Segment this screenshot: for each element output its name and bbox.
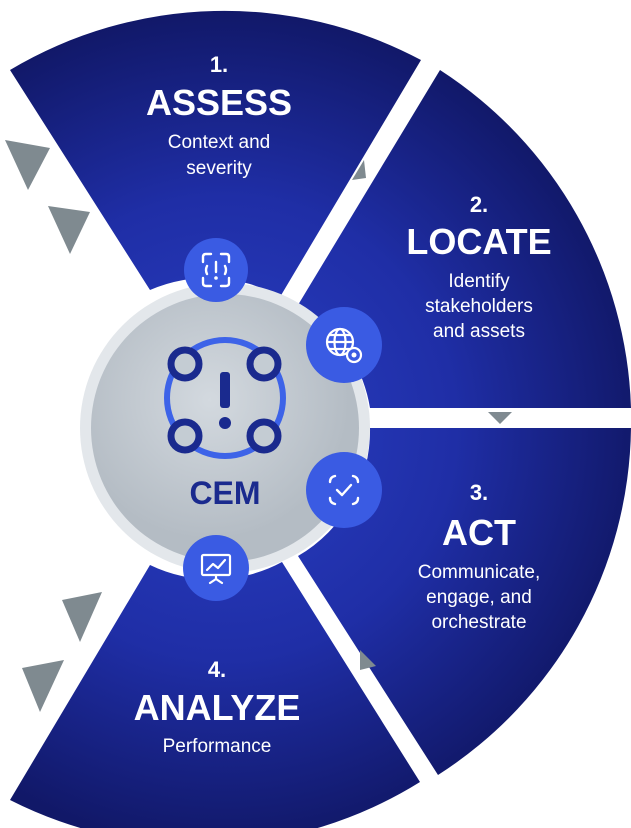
locate-desc-line-2: stakeholders (425, 296, 533, 317)
analyze-desc: Performance (163, 736, 272, 757)
arrow-bottom-left-2 (22, 660, 64, 712)
locate-number: 2. (470, 192, 488, 217)
act-title: ACT (442, 512, 516, 553)
hub-label: CEM (189, 475, 260, 511)
flow-arrows (5, 140, 512, 712)
locate-title: LOCATE (406, 221, 551, 262)
presentation-chart-icon (183, 535, 249, 601)
arrow-top-left-2 (48, 206, 90, 254)
arrow-right (488, 412, 512, 424)
act-desc-line-2: engage, and (426, 587, 532, 608)
arrow-top-left-1 (5, 140, 50, 190)
assess-desc-line-1: Context and (168, 132, 270, 153)
globe-location-icon (306, 307, 382, 383)
alert-network-icon (164, 337, 286, 459)
act-desc-line-1: Communicate, (418, 562, 541, 583)
assess-title: ASSESS (146, 82, 292, 123)
arrow-bottom-left-1 (62, 592, 102, 642)
check-scan-icon (306, 452, 382, 528)
locate-desc-line-1: Identify (448, 271, 510, 292)
segment-analyze (10, 562, 420, 828)
act-number: 3. (470, 480, 488, 505)
segment-locate (298, 70, 631, 408)
segment-act (298, 428, 631, 775)
alert-scan-icon (184, 238, 248, 302)
segment-assess (10, 10, 421, 297)
analyze-title: ANALYZE (134, 687, 301, 728)
analyze-number: 4. (208, 657, 226, 682)
locate-desc-line-3: and assets (433, 321, 525, 342)
assess-number: 1. (210, 52, 228, 77)
act-desc-line-3: orchestrate (431, 612, 526, 633)
arrow-top-right (352, 160, 366, 180)
assess-desc-line-2: severity (186, 158, 252, 179)
arrow-bottom-right (360, 650, 376, 670)
